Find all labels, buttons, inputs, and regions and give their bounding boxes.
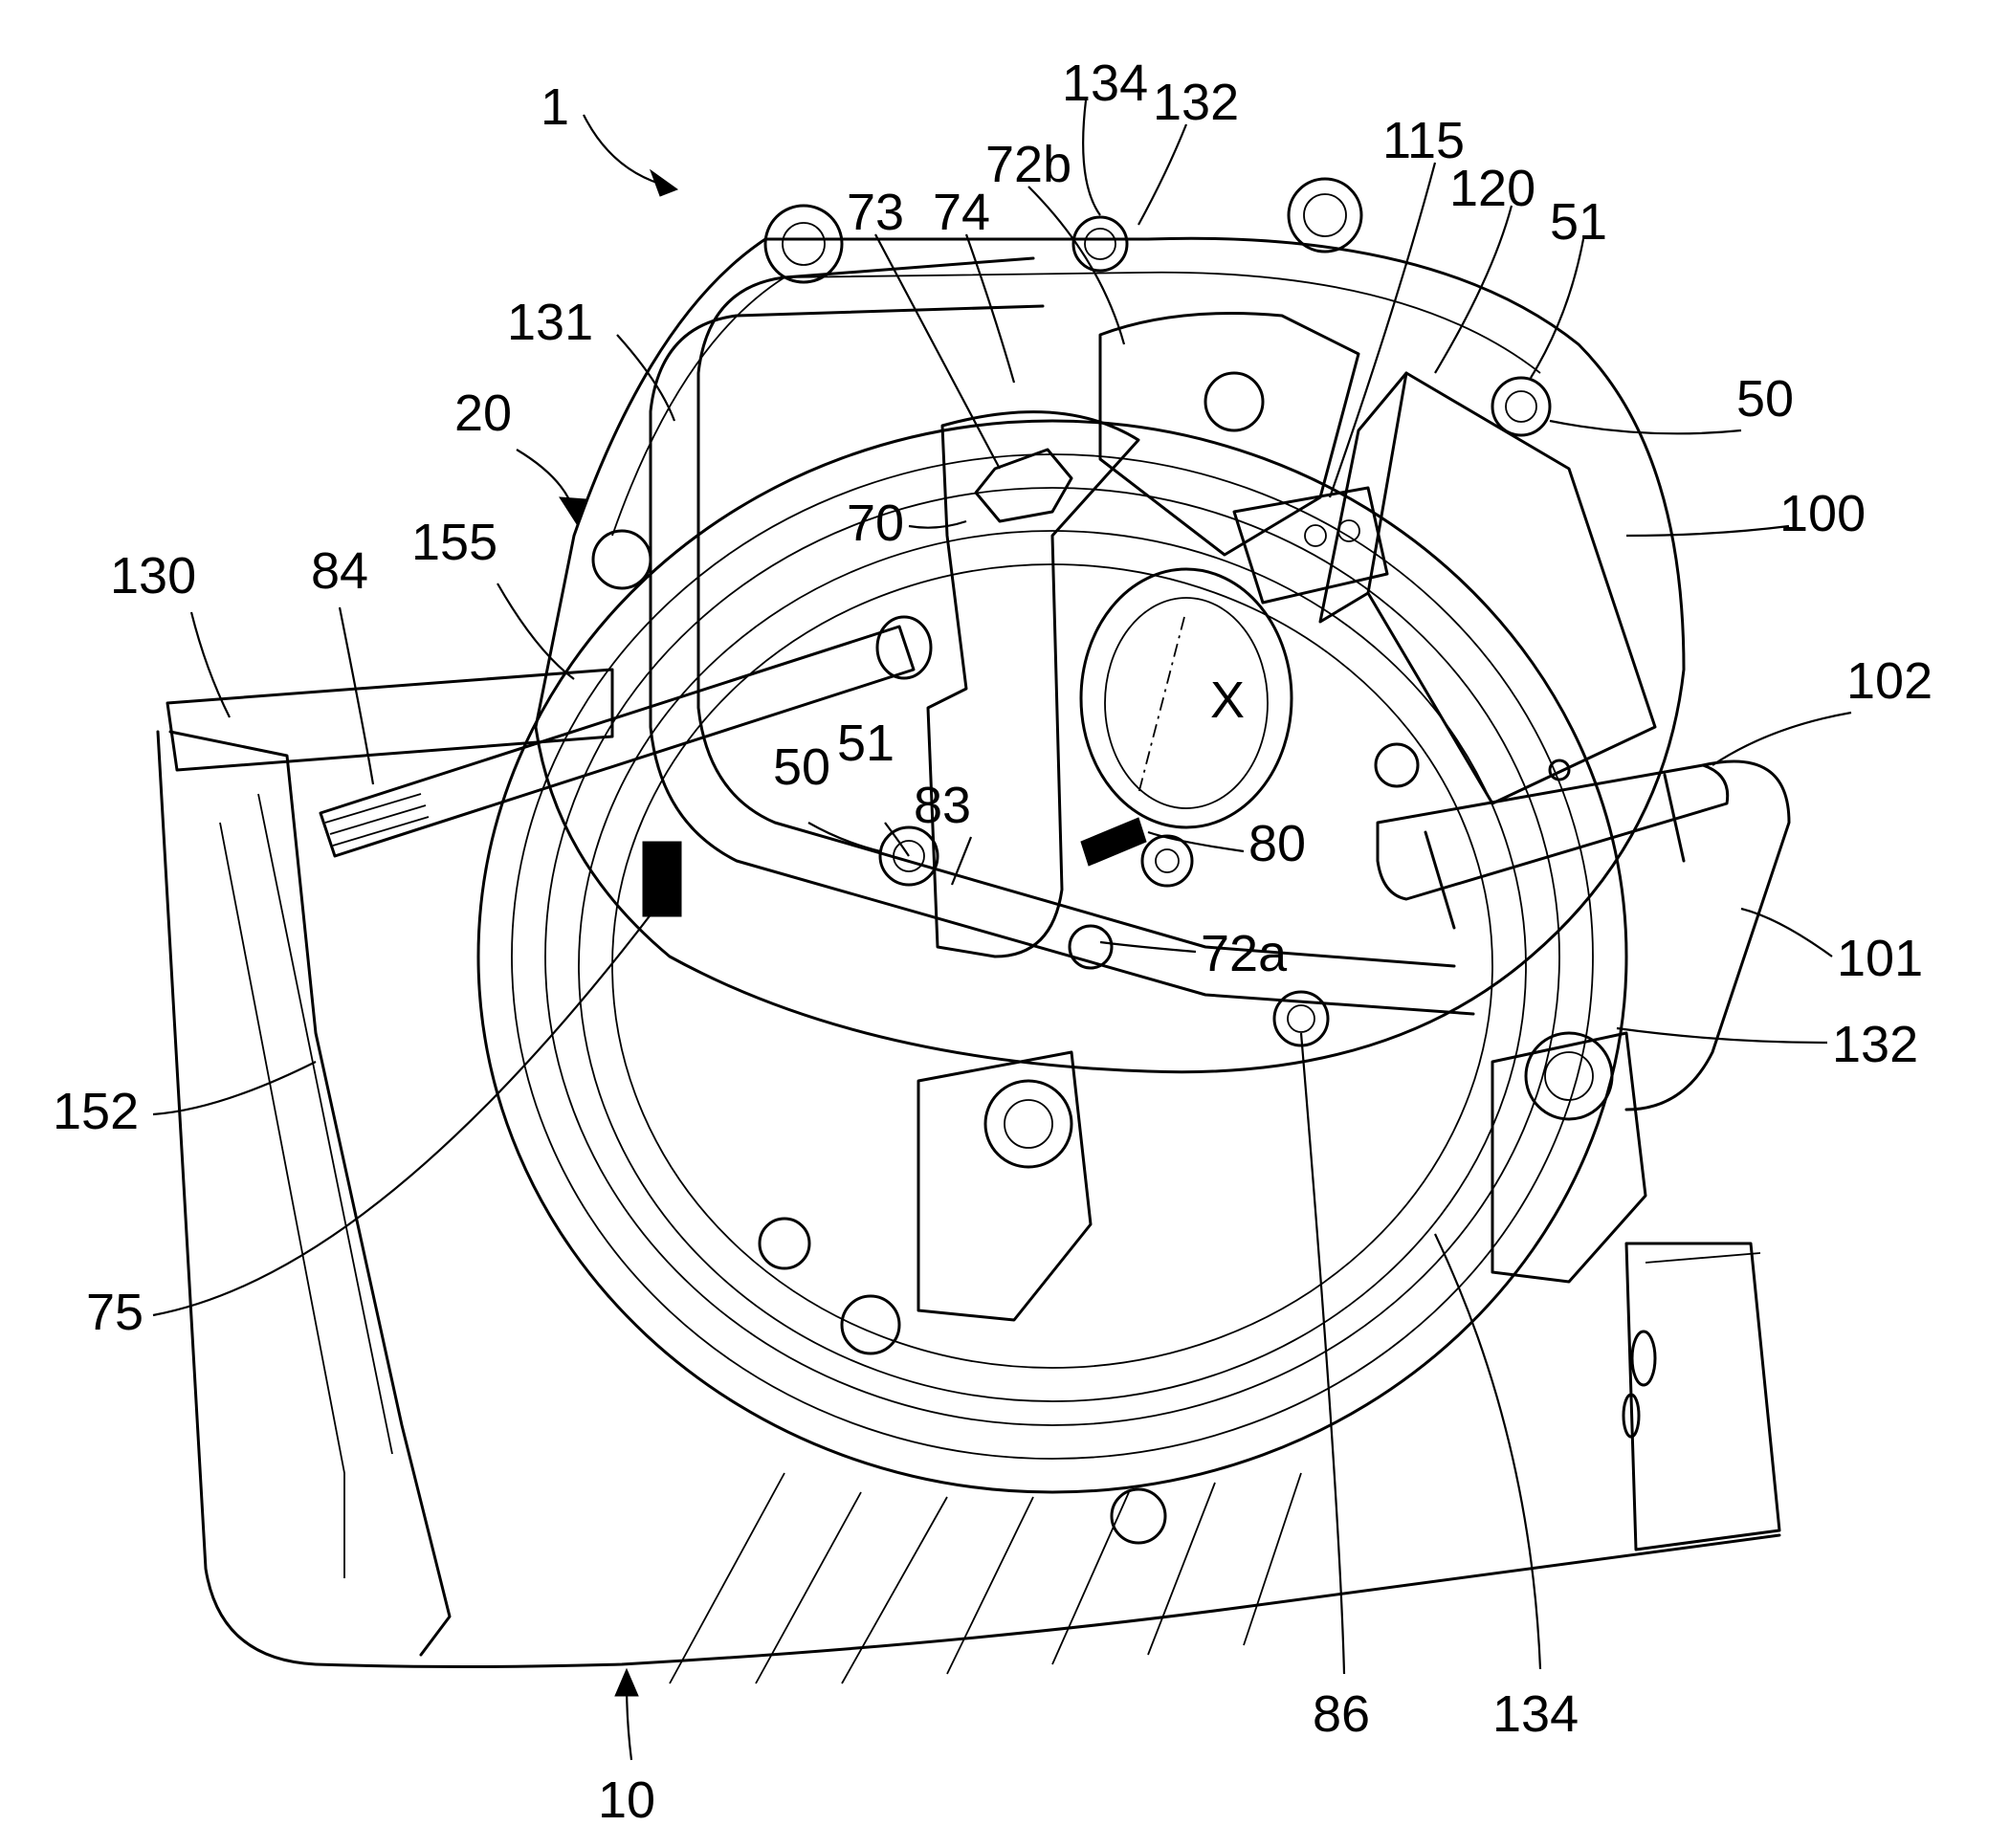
leader-100: [1626, 526, 1789, 536]
bolts: [593, 179, 1612, 1543]
label-130: 130: [110, 547, 196, 605]
leader-70: [909, 521, 966, 528]
label-72b: 72b: [985, 136, 1071, 193]
leader-51a: [1531, 239, 1583, 378]
leader-120: [1435, 206, 1512, 373]
leader-101: [1741, 909, 1832, 957]
pillar-right: [1492, 1033, 1646, 1282]
label-101: 101: [1837, 930, 1923, 987]
label-73: 73: [847, 184, 904, 241]
spring-75: [643, 842, 681, 916]
leader-132a: [1138, 124, 1186, 225]
arrow-10: [615, 1669, 638, 1696]
pillar-left: [918, 1052, 1091, 1320]
right-block: [1626, 1243, 1779, 1550]
housing-bottom-contour: [158, 732, 1779, 1667]
plate-74: [1100, 314, 1358, 556]
label-x-axis: X: [1210, 671, 1245, 729]
label-134-top: 134: [1062, 55, 1148, 112]
label-50-mid: 50: [773, 738, 830, 796]
label-50-top: 50: [1736, 370, 1794, 428]
label-131: 131: [507, 294, 593, 351]
leader-50a: [1550, 421, 1741, 433]
label-74: 74: [933, 184, 990, 241]
hex-nut-73: [976, 450, 1071, 521]
label-120: 120: [1449, 160, 1535, 217]
leader-132b: [1617, 1028, 1827, 1043]
leader-75: [153, 890, 670, 1315]
label-83: 83: [914, 777, 971, 834]
leader-72a: [1100, 942, 1196, 952]
leader-50b: [808, 823, 880, 851]
label-80: 80: [1248, 815, 1306, 872]
label-86: 86: [1313, 1685, 1370, 1743]
left-frame: [170, 732, 450, 1655]
label-100: 100: [1779, 485, 1866, 542]
label-155: 155: [411, 514, 497, 571]
spring-80: [1081, 818, 1146, 866]
actuator-100: [1368, 373, 1655, 803]
leader-72b: [1028, 187, 1124, 344]
label-70: 70: [847, 495, 904, 552]
label-1: 1: [541, 78, 569, 136]
label-132-right: 132: [1832, 1016, 1918, 1073]
cover-plate: [536, 238, 1684, 1071]
label-51-mid: 51: [837, 715, 895, 772]
label-20: 20: [454, 385, 512, 442]
leader-134a: [1083, 100, 1100, 215]
label-75: 75: [86, 1284, 144, 1341]
leader-102: [1712, 713, 1851, 765]
label-10: 10: [598, 1771, 655, 1829]
label-132-top: 132: [1153, 74, 1239, 131]
leader-134b: [1435, 1234, 1540, 1669]
label-72a: 72a: [1201, 925, 1288, 982]
reference-labels: 1 134 132 72b 73 74 115 120 51 131 50 20…: [53, 55, 1933, 1829]
label-102: 102: [1846, 652, 1933, 710]
leader-73: [875, 234, 1000, 469]
label-51-top: 51: [1550, 193, 1607, 251]
frame-101: [1626, 761, 1789, 1110]
label-84: 84: [311, 542, 368, 600]
arrow-1: [651, 170, 677, 196]
arrow-20: [560, 497, 585, 524]
center-bore: [1081, 569, 1292, 827]
leader-131: [617, 335, 674, 421]
leader-lines: [153, 100, 1851, 1760]
label-134-bottom: 134: [1492, 1685, 1579, 1743]
mechanism-drawing: [158, 179, 1789, 1683]
label-152: 152: [53, 1083, 139, 1140]
